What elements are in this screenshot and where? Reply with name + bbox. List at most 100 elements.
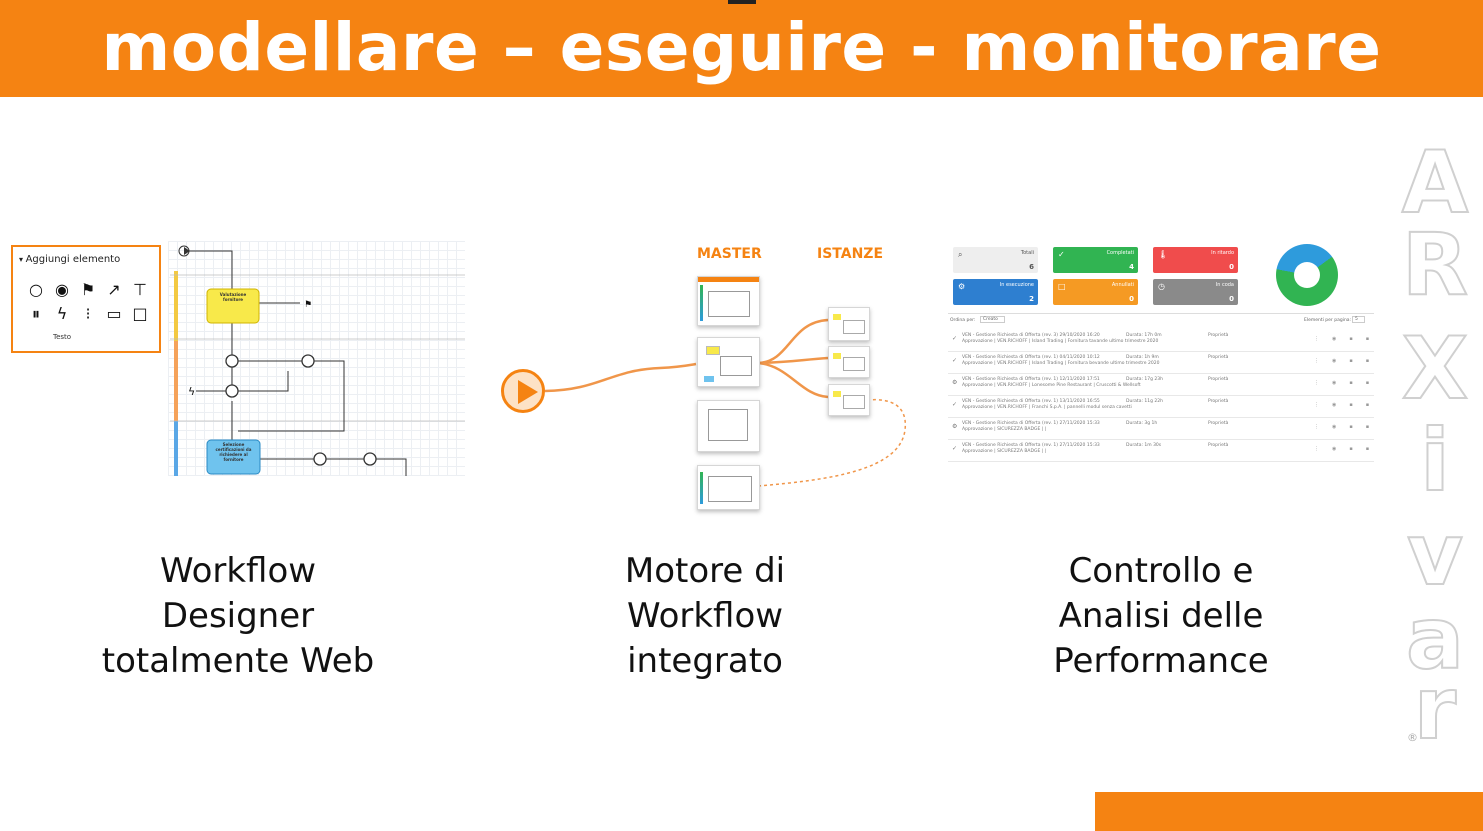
title-banner: modellare – eseguire - monitorare [0,0,1483,97]
task-selezione[interactable] [206,439,261,475]
square-icon: □ [1058,282,1066,291]
row-actions-icons[interactable]: ⋮◉▪▪ [1314,446,1383,452]
arrow-icon[interactable]: ↗ [107,280,121,299]
instance-thumbnail-1[interactable] [828,307,870,341]
stat-value: 4 [1129,263,1134,271]
stat-label: Annullati [1111,282,1134,288]
master-thumbnail-1[interactable] [697,276,760,326]
status-running-icon: ⚙ [952,379,958,386]
flag-icon[interactable]: ⚑ [80,280,96,299]
instance-thumbnail-2[interactable] [828,346,870,378]
thermometer-icon: 🌡 [1158,250,1169,259]
logo-letter: X [1401,319,1469,419]
text-element-label[interactable]: Testo [53,333,72,341]
window-icon[interactable]: ▭ [106,304,122,323]
row-properties-link[interactable]: Proprietà [1208,399,1229,404]
status-check-icon: ✓ [952,445,958,452]
designer-canvas[interactable]: ⚑ ϟ Valutazione fornitore Selezione cert… [168,241,465,476]
page-size-select[interactable]: 5 [1352,316,1365,323]
stat-card-annullati[interactable]: □ Annullati 0 [1053,279,1138,305]
monitor-caption: Controllo e Analisi delle Performance [1053,551,1269,681]
table-row[interactable]: ✓ VEN - Gestione Richiesta di Offerta (r… [948,396,1374,418]
row-title: VEN - Gestione Richiesta di Offerta (rev… [962,399,1100,404]
stat-card-totali[interactable]: ⌕ Totali 6 [953,247,1038,273]
clock-icon: ◷ [1158,282,1165,291]
row-subtitle: Approvazione | SICUREZZA BADGE | | [962,427,1047,432]
start-event-icon[interactable]: ○ [29,280,43,299]
table-row[interactable]: ✓ VEN - Gestione Richiesta di Offerta (r… [948,352,1374,374]
designer-caption: Workflow Designer totalmente Web [101,551,375,681]
row-properties-link[interactable]: Proprietà [1208,443,1229,448]
master-thumbnail-4[interactable] [697,465,760,510]
footer-accent-bar [1095,792,1483,831]
gears-icon: ⚙ [958,282,966,291]
row-actions-icons[interactable]: ⋮◉▪▪ [1314,336,1383,342]
instances-label: ISTANZE [817,246,884,262]
start-marker [184,247,190,255]
sort-label: Ordina per: [950,318,976,323]
stat-card-completati[interactable]: ✓ Completati 4 [1053,247,1138,273]
swimlane-marker-orange [174,341,178,421]
row-actions-icons[interactable]: ⋮◉▪▪ [1314,380,1383,386]
row-properties-link[interactable]: Proprietà [1208,377,1229,382]
stat-value: 6 [1029,263,1034,271]
top-marker [728,0,756,4]
stat-label: Totali [1020,250,1034,256]
pause-event-icon[interactable]: ⏸ [31,304,40,323]
row-subtitle: Approvazione | VEN.RICHOFF | Island Trad… [962,339,1159,344]
row-title: VEN - Gestione Richiesta di Offerta (rev… [962,421,1100,426]
row-duration: Durata: 3g 1h [1126,421,1158,426]
logo-letter: v [1406,505,1464,605]
row-actions-icons[interactable]: ⋮◉▪▪ [1314,424,1383,430]
list-toolbar: Ordina per: Creato Elementi per pagina: … [948,313,1374,326]
row-duration: Durata: 11g 22h [1126,399,1163,404]
stat-value: 0 [1229,295,1234,303]
task-valutazione[interactable] [206,288,260,324]
designer-diagram: ⚑ ϟ [170,245,465,476]
row-properties-link[interactable]: Proprietà [1208,355,1229,360]
stat-value: 0 [1129,295,1134,303]
traffic-light-icon[interactable]: ⁝ [85,304,91,323]
logo-letter: a [1405,589,1465,689]
stat-value: 2 [1029,295,1034,303]
table-row[interactable]: ✓ VEN - Gestione Richiesta di Offerta (r… [948,440,1374,462]
master-thumbnail-3[interactable] [697,400,760,452]
check-icon: ✓ [1058,250,1065,259]
instance-thumbnail-3[interactable] [828,384,870,416]
master-thumbnail-2[interactable] [697,337,760,387]
add-element-palette: Aggiungi elemento ○ ◉ ⚑ ↗ ⊤ ⏸ ϟ ⁝ ▭ □ Te… [11,245,161,353]
row-duration: Durata: 1m 30s [1126,443,1162,448]
row-properties-link[interactable]: Proprietà [1208,333,1229,338]
swimlane-marker-blue [174,421,178,476]
table-row[interactable]: ⚙ VEN - Gestione Richiesta di Offerta (r… [948,418,1374,440]
row-subtitle: Approvazione | VEN.RICHOFF | Franchi S.p… [962,405,1132,410]
stat-card-in-esecuzione[interactable]: ⚙ In esecuzione 2 [953,279,1038,305]
row-title: VEN - Gestione Richiesta di Offerta (rev… [962,355,1100,360]
row-subtitle: Approvazione | SICUREZZA BADGE | | [962,449,1047,454]
master-label: MASTER [697,246,762,262]
lightning-icon[interactable]: ϟ [56,304,68,323]
logo-letter: i [1419,411,1450,511]
stat-card-in-coda[interactable]: ◷ In coda 0 [1153,279,1238,305]
row-subtitle: Approvazione | VEN.RICHOFF | Lonesome Pi… [962,383,1141,388]
logo-letter: A [1401,133,1470,233]
task2-title: Selezione certificazioni da richiedere a… [215,442,252,462]
table-row[interactable]: ✓ VEN - Gestione Richiesta di Offerta (r… [948,330,1374,352]
sort-select[interactable]: Creato [980,316,1005,323]
hierarchy-icon[interactable]: ⊤ [133,280,147,299]
palette-title: Aggiungi elemento [19,254,121,265]
search-icon: ⌕ [958,250,963,259]
registered-mark: ® [1407,731,1418,744]
status-check-icon: ✓ [952,357,958,364]
end-event-icon[interactable]: ◉ [55,280,69,299]
page-title: modellare – eseguire - monitorare [101,9,1382,86]
row-actions-icons[interactable]: ⋮◉▪▪ [1314,402,1383,408]
rectangle-icon[interactable]: □ [132,304,148,323]
play-button[interactable] [501,369,545,413]
stat-card-in-ritardo[interactable]: 🌡 In ritardo 0 [1153,247,1238,273]
svg-text:ϟ: ϟ [188,385,195,398]
stat-label: In ritardo [1211,250,1234,256]
row-actions-icons[interactable]: ⋮◉▪▪ [1314,358,1383,364]
table-row[interactable]: ⚙ VEN - Gestione Richiesta di Offerta (r… [948,374,1374,396]
row-properties-link[interactable]: Proprietà [1208,421,1229,426]
